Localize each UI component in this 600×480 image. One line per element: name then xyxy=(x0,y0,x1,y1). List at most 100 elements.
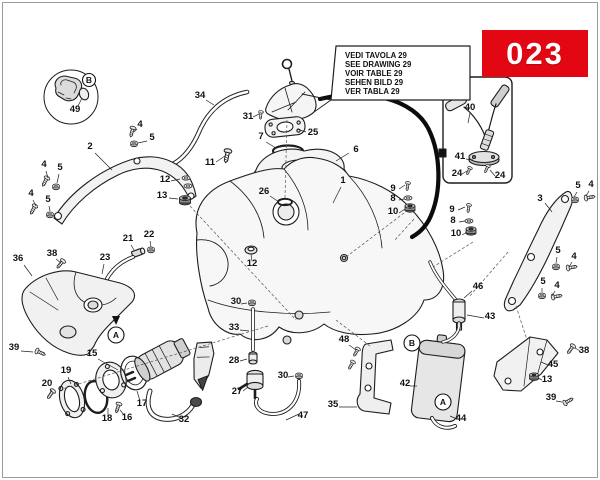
note-line: SEHEN BILD 29 xyxy=(345,78,404,87)
part-label-13: 13 xyxy=(542,374,553,385)
leader-line xyxy=(296,128,307,133)
leader-line xyxy=(215,155,226,163)
part-label-30: 30 xyxy=(278,370,289,381)
leader-line xyxy=(171,413,182,419)
note-line: VOIR TABLE 29 xyxy=(345,69,403,78)
leader-line xyxy=(465,158,474,161)
leader-line xyxy=(94,152,113,171)
part-label-4: 4 xyxy=(28,188,34,199)
exploded-axis-line xyxy=(345,212,405,258)
part-label-8: 8 xyxy=(390,193,395,204)
left-guard-36 xyxy=(21,270,136,356)
exploded-axis-line xyxy=(515,305,528,341)
fuel-tank-1 xyxy=(195,156,445,345)
part-label-40: 40 xyxy=(465,102,476,113)
note-callout xyxy=(301,45,471,113)
part-label-2: 2 xyxy=(87,141,92,152)
part-label-24: 24 xyxy=(452,168,463,179)
part-label-5: 5 xyxy=(45,194,51,205)
part-label-4: 4 xyxy=(588,179,594,190)
part-label-18: 18 xyxy=(102,413,113,424)
leader-line xyxy=(348,344,357,351)
leader-line xyxy=(239,329,250,332)
leader-line xyxy=(265,141,277,149)
part-label-10: 10 xyxy=(388,206,399,217)
leader-line xyxy=(49,388,53,393)
connector-marker-a xyxy=(107,326,125,344)
connector-letter-a: A xyxy=(440,397,446,407)
leader-line xyxy=(555,400,563,403)
part-label-17: 17 xyxy=(137,398,148,409)
flow-arrow-icon xyxy=(112,316,120,325)
leader-line xyxy=(32,199,37,207)
leader-line xyxy=(133,128,138,133)
breather-hose-34 xyxy=(170,89,250,167)
connector-marker-b xyxy=(403,334,421,352)
leader-line xyxy=(119,409,125,416)
part-label-19: 19 xyxy=(61,365,72,376)
connector-letter-b: B xyxy=(86,75,92,85)
vent-valve-43 xyxy=(428,260,466,344)
part-label-25: 25 xyxy=(308,127,319,138)
part-label-39: 39 xyxy=(546,392,557,403)
part-label-3: 3 xyxy=(537,193,542,204)
part-label-35: 35 xyxy=(328,399,339,410)
part-label-12: 12 xyxy=(160,174,171,185)
leader-line xyxy=(77,97,83,107)
tank-mount-set-rear xyxy=(464,202,477,236)
clamp-detail-circle xyxy=(43,69,99,125)
leader-line xyxy=(335,152,350,162)
leader-line xyxy=(136,390,141,402)
part-label-4: 4 xyxy=(571,251,577,262)
leader-line xyxy=(463,290,473,299)
leader-line xyxy=(250,253,253,262)
leader-line xyxy=(240,302,248,305)
right-guard-45 xyxy=(493,336,559,392)
leader-line xyxy=(137,140,148,144)
part-label-38: 38 xyxy=(47,248,58,259)
part-label-44: 44 xyxy=(456,413,467,424)
part-label-6: 6 xyxy=(353,144,358,155)
note-line: VER TABLA 29 xyxy=(345,87,400,96)
part-label-4: 4 xyxy=(554,280,560,291)
connector-letter-a: A xyxy=(113,330,119,340)
part-label-5: 5 xyxy=(575,180,581,191)
part-label-31: 31 xyxy=(243,111,254,122)
leader-line xyxy=(540,361,549,366)
part-label-39: 39 xyxy=(9,342,20,353)
leader-line xyxy=(398,198,405,201)
leader-line xyxy=(20,350,34,353)
part-label-7: 7 xyxy=(258,131,263,142)
part-label-12: 12 xyxy=(247,258,258,269)
part-label-10: 10 xyxy=(451,228,462,239)
part-label-5: 5 xyxy=(149,132,155,143)
part-label-41: 41 xyxy=(455,151,466,162)
part-label-47: 47 xyxy=(298,410,309,421)
connector-marker-b xyxy=(81,72,97,88)
leader-line xyxy=(56,173,60,184)
part-label-9: 9 xyxy=(449,204,454,215)
part-label-20: 20 xyxy=(42,378,53,389)
part-label-1: 1 xyxy=(340,175,346,186)
fuel-cap-cover xyxy=(265,58,317,121)
part-label-23: 23 xyxy=(100,252,111,263)
leader-line xyxy=(242,386,249,392)
part-label-13: 13 xyxy=(157,190,168,201)
part-label-5: 5 xyxy=(57,162,63,173)
leader-line xyxy=(537,377,543,381)
exploded-axis-line xyxy=(432,241,474,268)
part-label-5: 5 xyxy=(540,276,546,287)
exploded-axis-line xyxy=(189,205,297,321)
part-label-15: 15 xyxy=(87,348,98,359)
leader-line xyxy=(45,170,49,179)
note-line: VEDI TAVOLA 29 xyxy=(345,51,407,60)
leader-line xyxy=(544,202,553,213)
part-label-49: 49 xyxy=(70,104,81,115)
front-bracket-2 xyxy=(53,156,197,225)
leader-line xyxy=(555,256,558,264)
part-label-38: 38 xyxy=(579,345,590,356)
part-label-4: 4 xyxy=(137,119,143,130)
leader-line xyxy=(332,186,342,204)
